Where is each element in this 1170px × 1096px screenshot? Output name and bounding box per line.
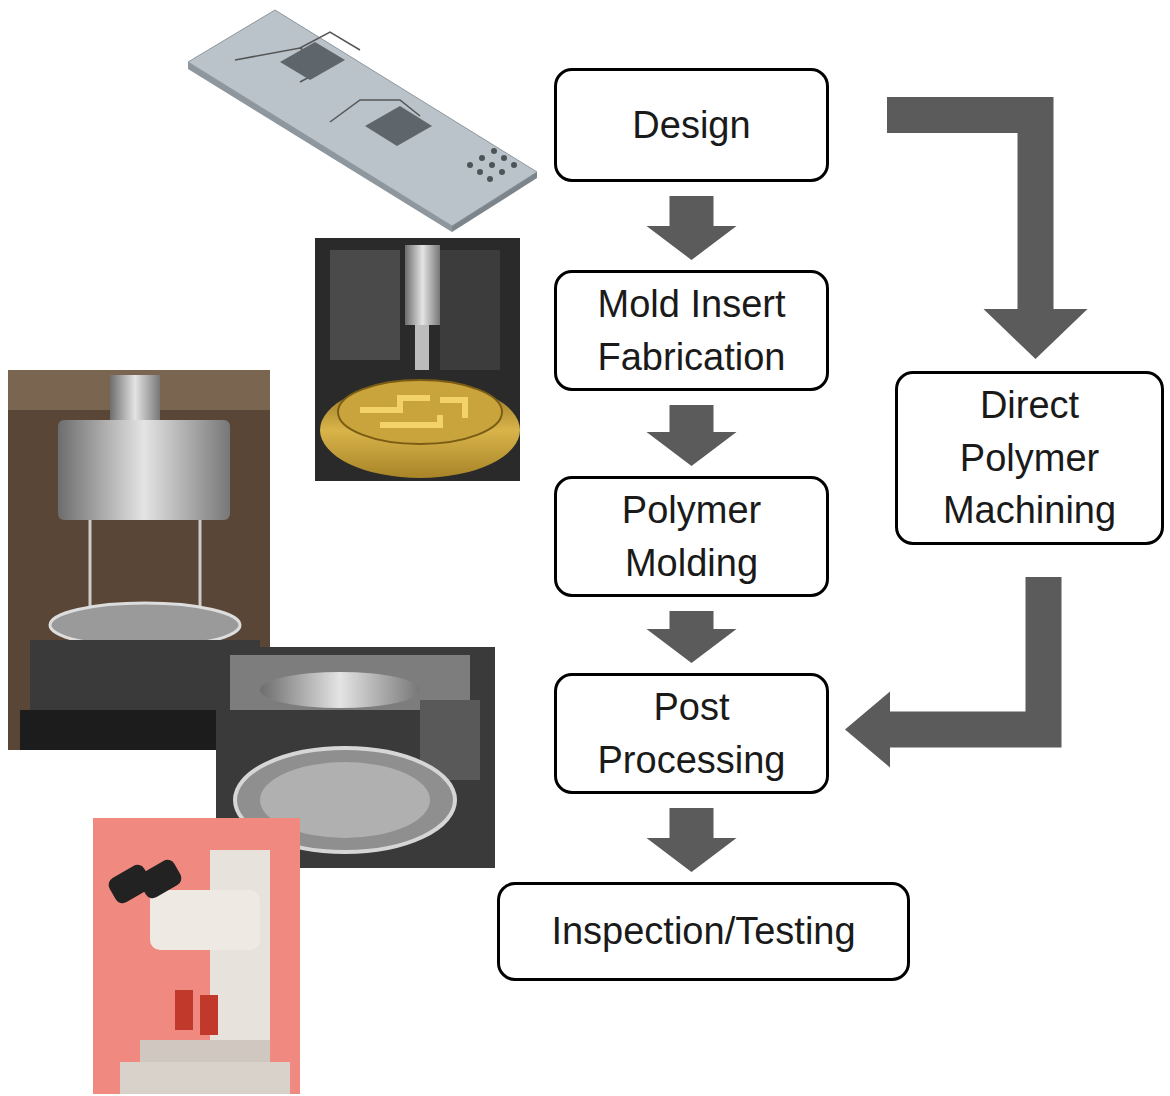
block-arrow	[887, 97, 1088, 359]
process-box: Direct Polymer Machining	[895, 371, 1164, 545]
box-label: Direct Polymer Machining	[910, 379, 1149, 536]
block-arrow	[647, 808, 737, 872]
block-arrow	[647, 611, 737, 663]
process-box: Design	[554, 68, 829, 182]
box-label: Inspection/Testing	[551, 905, 855, 957]
process-box: Post Processing	[554, 673, 829, 794]
box-label: Mold Insert Fabrication	[569, 278, 814, 383]
block-arrow	[647, 196, 737, 260]
box-label: Post Processing	[569, 681, 814, 786]
chip-model	[188, 10, 537, 232]
milling-photo	[315, 238, 520, 481]
process-box: Inspection/Testing	[497, 882, 910, 981]
box-label: Design	[632, 99, 750, 151]
block-arrow	[647, 405, 737, 466]
process-box: Polymer Molding	[554, 476, 829, 597]
process-box: Mold Insert Fabrication	[554, 270, 829, 391]
box-label: Polymer Molding	[569, 484, 814, 589]
microscope-photo	[93, 818, 300, 1094]
block-arrow	[845, 577, 1062, 768]
